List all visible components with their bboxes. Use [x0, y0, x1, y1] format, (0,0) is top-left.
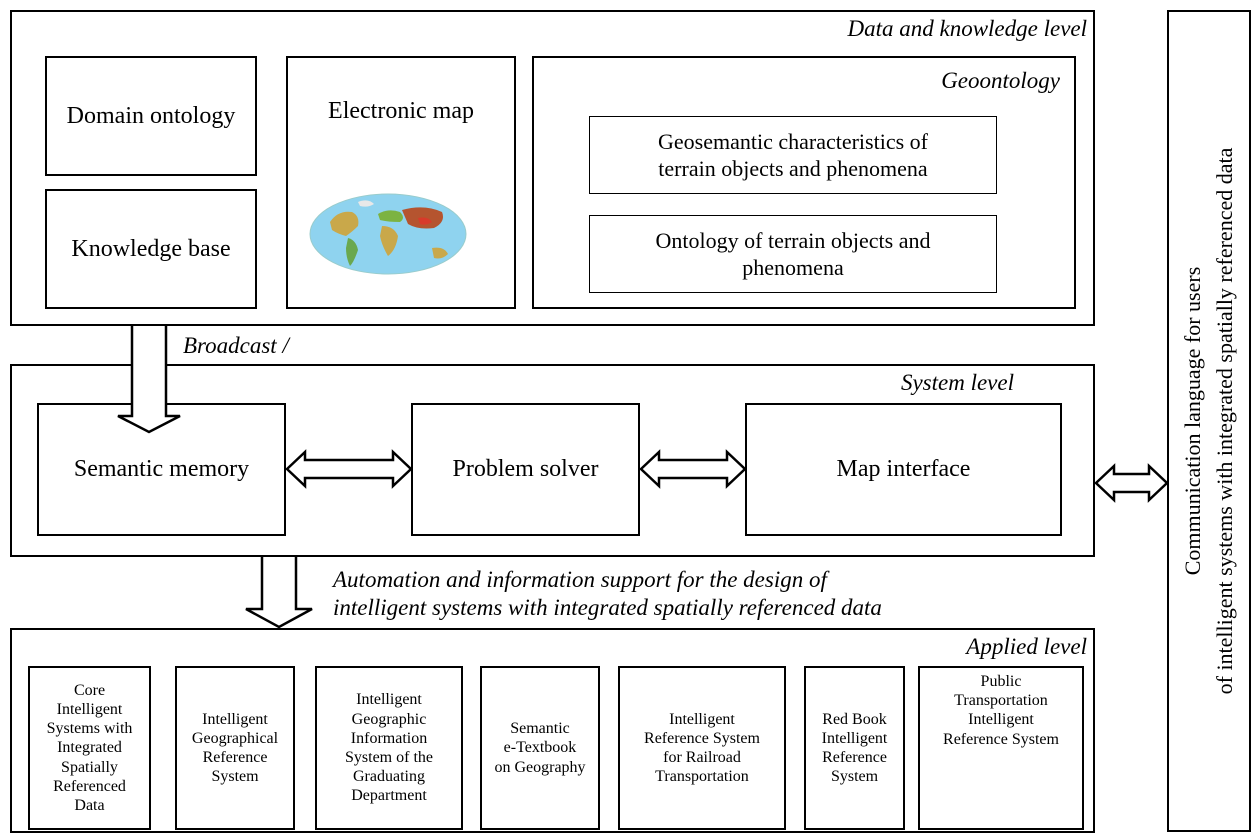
automation-line-2: intelligent systems with integrated spat…	[333, 594, 882, 620]
app-line: Spatially	[61, 758, 118, 776]
app-line: Intelligent	[56, 701, 123, 719]
solver-interface-double-arrow	[639, 449, 747, 489]
terrain-ontology-line-2: phenomena	[742, 255, 844, 280]
app-line: Reference	[202, 749, 268, 766]
data-knowledge-level-label: Data and knowledge level	[847, 16, 1087, 41]
app-line: Core	[73, 681, 106, 699]
automation-support-label: Automation and information support for t…	[333, 566, 882, 621]
applied-system-public-transportation: Public Transportation Intelligent Refere…	[918, 666, 1084, 830]
electronic-map-title: Electronic map	[328, 98, 474, 124]
app-line: Public	[980, 673, 1022, 690]
automation-down-arrow	[245, 557, 313, 629]
geosemantic-line-1: Geosemantic characteristics of	[658, 128, 928, 154]
problem-solver-text: Problem solver	[452, 456, 599, 482]
app-line: Integrated	[57, 739, 122, 757]
knowledge-base-box: Knowledge base	[45, 189, 257, 309]
app-line: Red Book	[822, 710, 887, 728]
app-line: Intelligent	[821, 729, 888, 747]
knowledge-base-text: Knowledge base	[71, 235, 231, 262]
app-line: Semantic	[510, 720, 570, 738]
applied-level-label: Applied level	[966, 634, 1087, 659]
app-line: Data	[74, 796, 105, 814]
system-communication-double-arrow	[1094, 463, 1169, 503]
map-interface-box: Map interface	[745, 403, 1062, 536]
terrain-ontology-box: Ontology of terrain objects and phenomen…	[589, 215, 997, 293]
memory-solver-double-arrow	[285, 449, 413, 489]
terrain-ontology-line-1: Ontology of terrain objects and	[655, 227, 931, 253]
app-line: Referenced	[53, 777, 126, 795]
app-line: Intelligent	[669, 710, 735, 728]
geosemantic-line-2: terrain objects and phenomena	[658, 156, 928, 181]
map-interface-text: Map interface	[836, 456, 971, 482]
automation-line-1: Automation and information support for t…	[333, 567, 827, 592]
applied-system-geographical-reference: Intelligent Geographical Reference Syste…	[175, 666, 295, 830]
app-line: System of the	[345, 749, 433, 766]
app-line: Transportation	[655, 768, 749, 786]
app-line: Geographical	[191, 729, 279, 747]
app-line: e-Textbook	[503, 739, 577, 757]
app-line: for Railroad	[663, 749, 741, 766]
applied-system-railroad-transportation: Intelligent Reference System for Railroa…	[618, 666, 786, 830]
app-line: Geographic	[351, 710, 427, 728]
broadcast-line-1: Broadcast /	[183, 333, 289, 358]
problem-solver-box: Problem solver	[411, 403, 640, 536]
applied-system-core: Core Intelligent Systems with Integrated…	[28, 666, 151, 830]
electronic-map-box: Electronic map	[286, 56, 516, 309]
app-line: Systems with	[46, 720, 133, 738]
world-map-image	[309, 193, 467, 275]
domain-ontology-text: Domain ontology	[66, 102, 236, 129]
applied-system-semantic-etextbook: Semantic e-Textbook on Geography	[480, 666, 600, 830]
app-line: Department	[351, 787, 427, 805]
app-line: Intelligent	[968, 711, 1034, 729]
semantic-memory-text: Semantic memory	[73, 456, 250, 482]
app-line: Reference	[822, 749, 887, 766]
app-line: Reference System	[644, 729, 760, 747]
geosemantic-characteristics-box: Geosemantic characteristics of terrain o…	[589, 116, 997, 194]
applied-system-gis-graduating-department: Intelligent Geographic Information Syste…	[315, 666, 463, 830]
app-line: System	[830, 768, 879, 786]
app-line: System	[211, 768, 259, 786]
geoontology-label: Geoontology	[941, 68, 1060, 93]
app-line: Intelligent	[356, 691, 422, 709]
applied-system-red-book: Red Book Intelligent Reference System	[804, 666, 905, 830]
semantic-memory-box: Semantic memory	[37, 403, 286, 536]
broadcast-down-arrow	[117, 326, 181, 434]
app-line: Graduating	[353, 768, 425, 786]
app-line: on Geography	[494, 758, 586, 776]
app-line: Transportation	[954, 692, 1048, 710]
app-line: Reference System	[943, 730, 1059, 748]
communication-language-box: Communication language for users of inte…	[1167, 10, 1251, 832]
domain-ontology-box: Domain ontology	[45, 56, 257, 176]
app-line: Intelligent	[202, 710, 268, 728]
app-line: Information	[350, 729, 428, 747]
system-level-label: System level	[900, 370, 1014, 395]
